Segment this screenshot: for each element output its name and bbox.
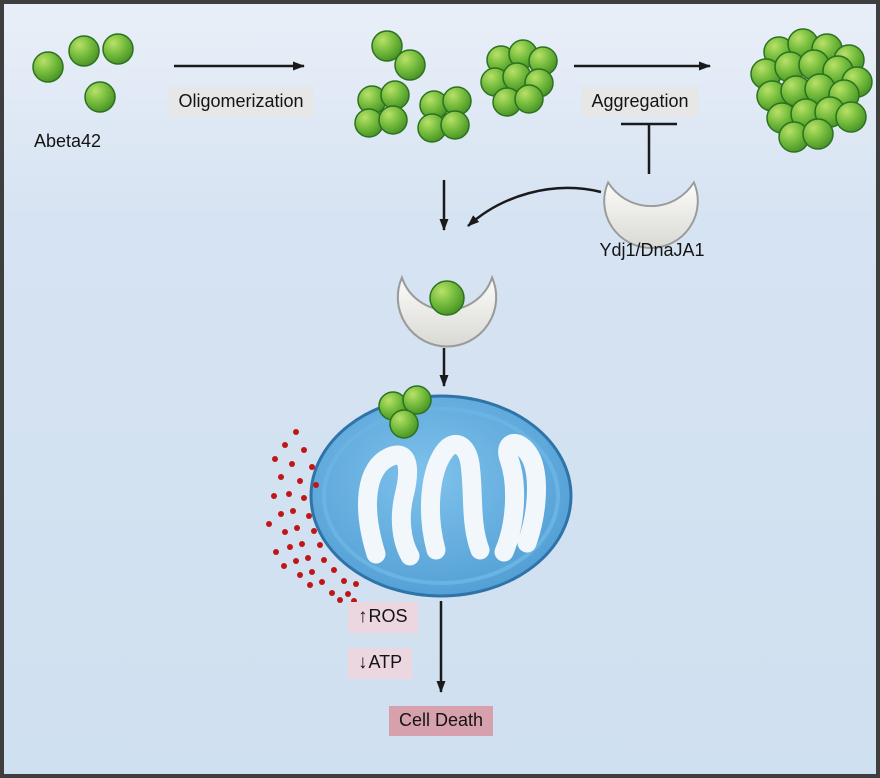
- abeta42-label: Abeta42: [34, 131, 102, 151]
- oligomer-tetramer-2: [417, 86, 472, 143]
- chaperone-label: Ydj1/DnaJA1: [599, 240, 705, 260]
- up-arrow-icon: ↑: [358, 606, 368, 627]
- atp-text: ATP: [368, 652, 403, 672]
- mitochondria: [309, 394, 573, 598]
- aggregate-cluster: [750, 28, 873, 153]
- oligomer-octamer: [480, 39, 558, 117]
- ros-label: ↑ROS: [348, 602, 418, 633]
- aggregation-label: Aggregation: [581, 87, 699, 117]
- chaperone-binding-curved-arrow: [467, 186, 602, 227]
- mito-bound-oligomer: [378, 385, 432, 439]
- ros-dots: [266, 429, 359, 604]
- oligomer-tetramer-1: [354, 80, 410, 138]
- oligomerization-label: Oligomerization: [168, 87, 314, 117]
- ros-text: ROS: [368, 606, 408, 626]
- diagram-canvas: [32, 28, 873, 693]
- abeta42-monomers: [32, 33, 134, 113]
- cell-death-label: Cell Death: [388, 706, 494, 736]
- down-arrow-icon: ↓: [358, 652, 368, 673]
- inhibition-tbar: [621, 122, 677, 174]
- chaperone-shape: [603, 180, 699, 249]
- oligomer-pair: [371, 30, 426, 81]
- mitochondria-cristae: [358, 434, 546, 566]
- atp-label: ↓ATP: [348, 648, 413, 679]
- chaperone-capture-complex: [396, 274, 498, 348]
- captured-monomer: [429, 280, 465, 316]
